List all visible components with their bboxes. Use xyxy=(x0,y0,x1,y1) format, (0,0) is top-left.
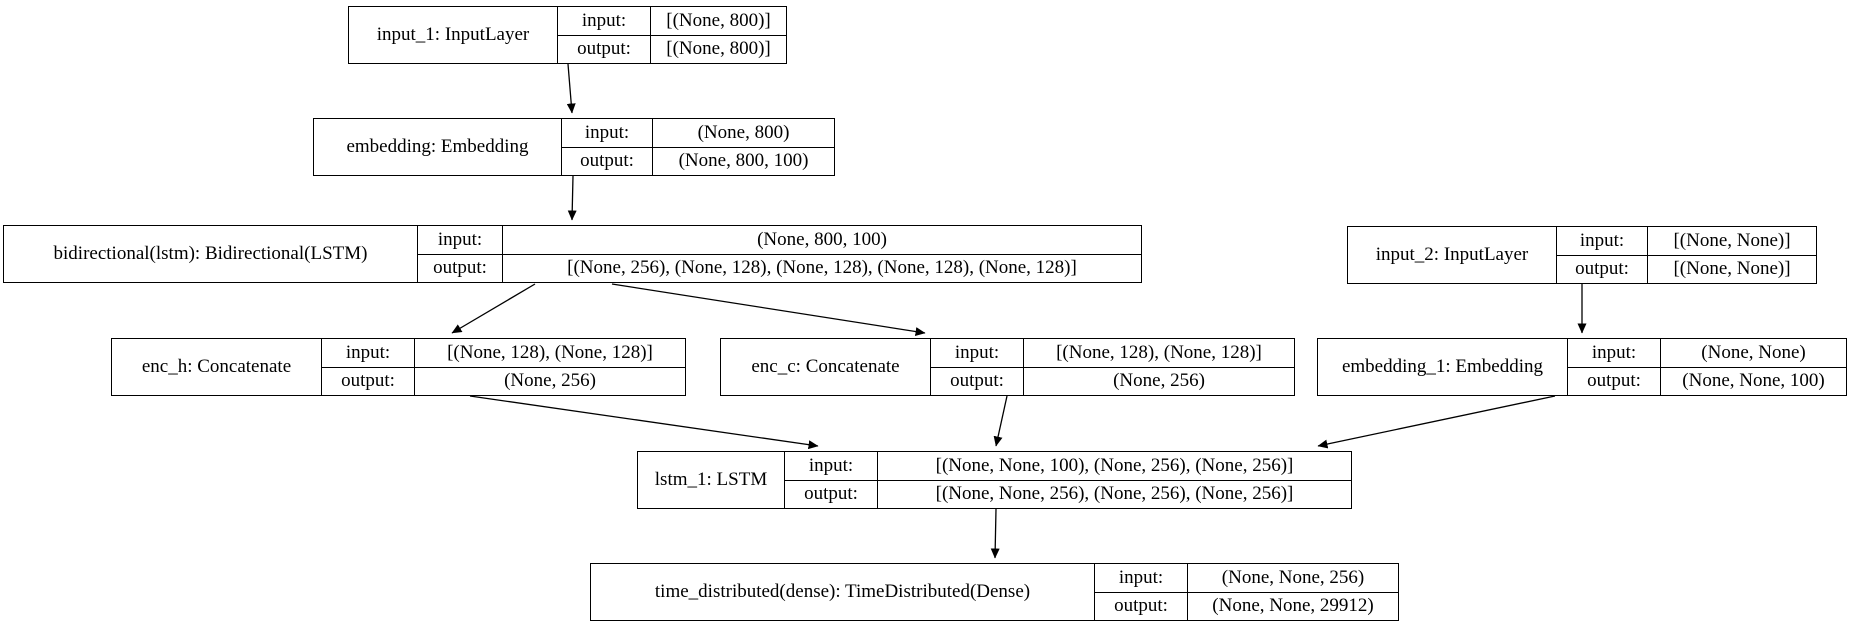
node-input-1: input_1: InputLayer input: [(None, 800)]… xyxy=(348,6,787,64)
io-table: input: [(None, 128), (None, 128)] output… xyxy=(930,339,1294,395)
layer-name: time_distributed(dense): TimeDistributed… xyxy=(654,581,1031,602)
input-shape: [(None, 800)] xyxy=(650,7,786,35)
input-label: input: xyxy=(1118,566,1164,588)
node-enc-c: enc_c: Concatenate input: [(None, 128), … xyxy=(720,338,1295,396)
input-shape: (None, None) xyxy=(1660,339,1846,367)
output-row: output: [(None, 256), (None, 128), (None… xyxy=(418,253,1141,282)
edge-embedding1-lstm1 xyxy=(1317,395,1556,449)
layer-name: embedding_1: Embedding xyxy=(1341,356,1544,377)
layer-name: lstm_1: LSTM xyxy=(654,469,768,490)
output-shape: (None, None, 100) xyxy=(1660,367,1846,395)
edge-ench-lstm1 xyxy=(469,395,819,450)
input-label: input: xyxy=(1579,229,1625,251)
io-table: input: [(None, None)] output: [(None, No… xyxy=(1556,227,1816,283)
output-label: output: xyxy=(580,150,634,172)
io-table: input: [(None, 128), (None, 128)] output… xyxy=(321,339,685,395)
input-row: input: [(None, 128), (None, 128)] xyxy=(322,339,685,367)
output-row: output: (None, None, 29912) xyxy=(1095,591,1398,620)
node-bidirectional-lstm: bidirectional(lstm): Bidirectional(LSTM)… xyxy=(3,225,1142,283)
io-table: input: (None, 800, 100) output: [(None, … xyxy=(417,226,1141,282)
output-row: output: (None, 256) xyxy=(322,366,685,395)
node-lstm-1: lstm_1: LSTM input: [(None, None, 100), … xyxy=(637,451,1352,509)
layer-name: input_2: InputLayer xyxy=(1375,244,1529,265)
node-embedding-1: embedding_1: Embedding input: (None, Non… xyxy=(1317,338,1847,396)
node-input-2: input_2: InputLayer input: [(None, None)… xyxy=(1347,226,1817,284)
edge-bidirectional-ench xyxy=(451,283,536,334)
output-row: output: [(None, 800)] xyxy=(558,34,786,63)
input-label: input: xyxy=(345,341,391,363)
output-label: output: xyxy=(341,370,395,392)
io-table: input: [(None, 800)] output: [(None, 800… xyxy=(557,7,786,63)
input-row: input: (None, 800) xyxy=(562,119,834,147)
input-shape: (None, None, 256) xyxy=(1187,564,1398,592)
layer-name: bidirectional(lstm): Bidirectional(LSTM) xyxy=(53,243,368,264)
input-label: input: xyxy=(954,341,1000,363)
output-label: output: xyxy=(1114,595,1168,617)
output-row: output: (None, 800, 100) xyxy=(562,146,834,175)
input-label: input: xyxy=(808,454,854,476)
input-shape: (None, 800) xyxy=(652,119,834,147)
output-label: output: xyxy=(433,257,487,279)
node-enc-h: enc_h: Concatenate input: [(None, 128), … xyxy=(111,338,686,396)
input-label: input: xyxy=(584,121,630,143)
output-row: output: [(None, None)] xyxy=(1557,254,1816,283)
output-shape: [(None, None, 256), (None, 256), (None, … xyxy=(877,480,1351,508)
edge-input1-embedding xyxy=(566,63,576,114)
input-row: input: [(None, 128), (None, 128)] xyxy=(931,339,1294,367)
input-shape: [(None, None, 100), (None, 256), (None, … xyxy=(877,452,1351,480)
input-label: input: xyxy=(581,9,627,31)
output-shape: [(None, 256), (None, 128), (None, 128), … xyxy=(502,254,1141,282)
output-shape: (None, 256) xyxy=(414,367,685,395)
output-shape: [(None, 800)] xyxy=(650,35,786,63)
output-row: output: (None, 256) xyxy=(931,366,1294,395)
layer-name: enc_h: Concatenate xyxy=(141,356,292,377)
input-shape: [(None, 128), (None, 128)] xyxy=(1023,339,1294,367)
output-label: output: xyxy=(1587,370,1641,392)
layer-name: enc_c: Concatenate xyxy=(751,356,900,377)
input-row: input: [(None, None)] xyxy=(1557,227,1816,255)
output-row: output: (None, None, 100) xyxy=(1568,366,1846,395)
io-table: input: (None, 800) output: (None, 800, 1… xyxy=(561,119,834,175)
node-embedding: embedding: Embedding input: (None, 800) … xyxy=(313,118,835,176)
input-shape: (None, 800, 100) xyxy=(502,226,1141,254)
input-label: input: xyxy=(437,228,483,250)
layer-name: embedding: Embedding xyxy=(346,136,529,157)
output-label: output: xyxy=(950,370,1004,392)
input-shape: [(None, None)] xyxy=(1647,227,1816,255)
output-label: output: xyxy=(1575,258,1629,280)
edge-bidirectional-encc xyxy=(611,283,926,336)
output-shape: (None, None, 29912) xyxy=(1187,592,1398,620)
edge-encc-lstm1 xyxy=(993,395,1008,447)
output-label: output: xyxy=(577,38,631,60)
input-shape: [(None, 128), (None, 128)] xyxy=(414,339,685,367)
output-shape: (None, 256) xyxy=(1023,367,1294,395)
edge-lstm1-timedistributed xyxy=(990,508,1000,559)
input-label: input: xyxy=(1591,341,1637,363)
input-row: input: (None, None) xyxy=(1568,339,1846,367)
io-table: input: [(None, None, 100), (None, 256), … xyxy=(784,452,1351,508)
input-row: input: (None, None, 256) xyxy=(1095,564,1398,592)
io-table: input: (None, None, 256) output: (None, … xyxy=(1094,564,1398,620)
node-time-distributed-dense: time_distributed(dense): TimeDistributed… xyxy=(590,563,1399,621)
output-row: output: [(None, None, 256), (None, 256),… xyxy=(785,479,1351,508)
io-table: input: (None, None) output: (None, None,… xyxy=(1567,339,1846,395)
layer-name: input_1: InputLayer xyxy=(376,24,530,45)
input-row: input: [(None, 800)] xyxy=(558,7,786,35)
input-row: input: (None, 800, 100) xyxy=(418,226,1141,254)
output-shape: (None, 800, 100) xyxy=(652,147,834,175)
output-label: output: xyxy=(804,483,858,505)
edge-embedding-bidirectional xyxy=(567,175,577,221)
input-row: input: [(None, None, 100), (None, 256), … xyxy=(785,452,1351,480)
output-shape: [(None, None)] xyxy=(1647,255,1816,283)
